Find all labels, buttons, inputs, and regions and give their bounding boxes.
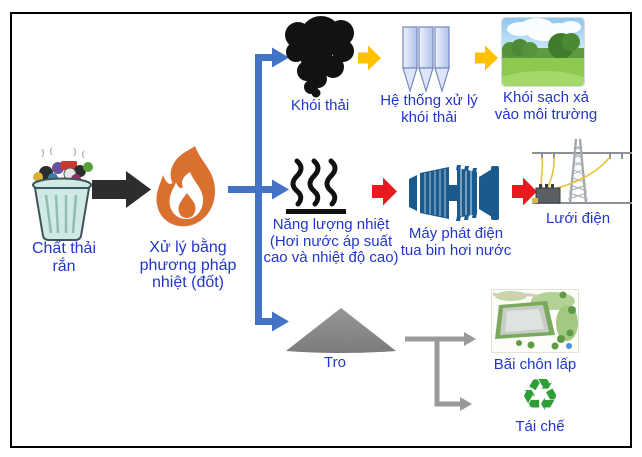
- black-arrow-icon: [92, 171, 151, 208]
- label-generator: Máy phát điện tua bin hơi nước: [400, 225, 512, 259]
- ash-pile-icon: [286, 308, 396, 353]
- label-gas-treatment: Hệ thống xử lý khói thải: [380, 92, 478, 126]
- label-flue-gas: Khói thải: [290, 97, 350, 114]
- power-grid-icon: [532, 138, 632, 204]
- label-ash: Tro: [324, 354, 346, 371]
- gray-branch-connector: [405, 332, 476, 411]
- yellow-arrow-icon: [358, 45, 381, 71]
- smoke-icon: [285, 16, 354, 98]
- filter-system-icon: [402, 26, 450, 94]
- red-arrow-icon: [372, 177, 397, 206]
- label-heat-energy: Năng lượng nhiệt (Hơi nước áp suất cao v…: [263, 216, 399, 266]
- fire-icon: [156, 146, 216, 227]
- label-landfill: Bãi chôn lấp: [493, 356, 577, 373]
- red-arrow-icon: [512, 177, 537, 206]
- turbine-icon: [409, 165, 499, 221]
- label-solid-waste: Chất thải rắn: [31, 240, 97, 275]
- landfill-image: [491, 289, 579, 353]
- blue-branch-connector: [228, 47, 289, 332]
- steam-icon: [286, 158, 346, 214]
- label-clean-gas: Khói sạch xả vào môi trường: [494, 89, 598, 123]
- clean-environment-image: [501, 17, 585, 87]
- recycle-icon: ♻: [520, 370, 560, 421]
- label-recycle: Tái chế: [515, 418, 565, 435]
- label-thermal-treatment: Xử lý bằng phương pháp nhiệt (đốt): [139, 239, 237, 292]
- yellow-arrow-icon: [475, 45, 498, 71]
- label-power-grid: Lưới điện: [545, 210, 611, 227]
- trash-can-icon: [32, 147, 93, 241]
